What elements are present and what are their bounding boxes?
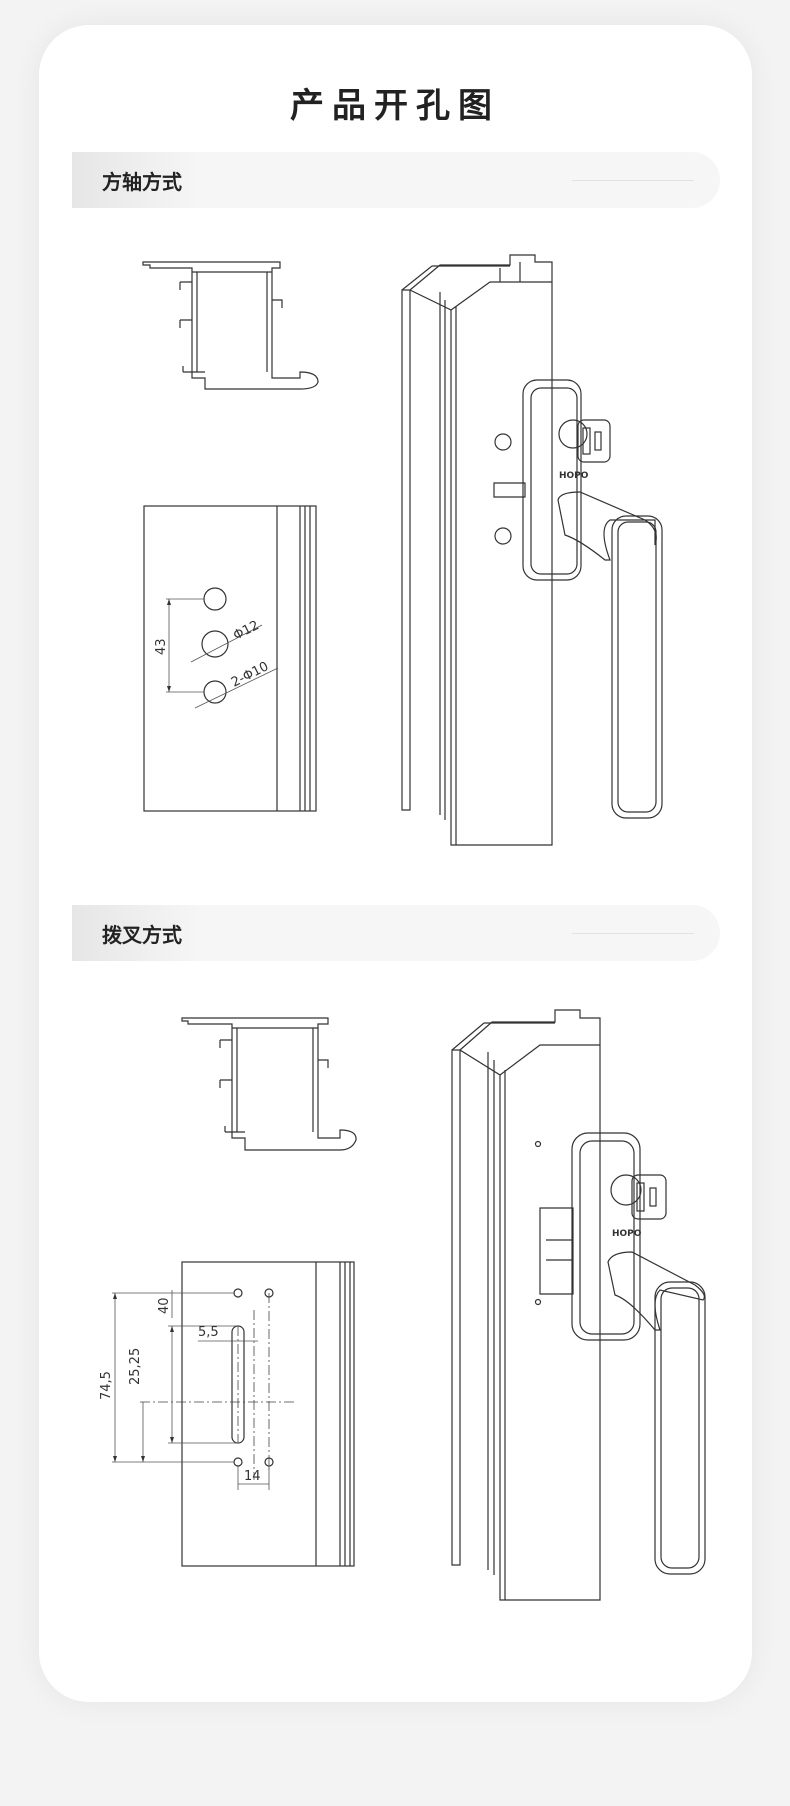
dim-half-height: 25,25 bbox=[128, 1348, 143, 1385]
dim-spacing: 43 bbox=[154, 638, 169, 655]
key-icon bbox=[631, 1174, 667, 1220]
section-header-fork: 拨叉方式 bbox=[72, 905, 720, 961]
divider bbox=[572, 180, 694, 181]
dim-side-holes: 2-Φ10 bbox=[229, 659, 271, 690]
brand-logo: HOPO bbox=[612, 1229, 642, 1239]
dim-center-hole: Φ12 bbox=[231, 618, 262, 644]
window-frame-2 bbox=[451, 1009, 601, 1601]
page-title: 产品开孔图 bbox=[290, 86, 500, 126]
profile-cross-section-2 bbox=[181, 1017, 357, 1151]
dim-slot-offset: 5,5 bbox=[198, 1325, 219, 1340]
lower-hole bbox=[203, 680, 227, 704]
key-icon bbox=[577, 419, 611, 463]
section-title: 拨叉方式 bbox=[102, 923, 182, 947]
divider bbox=[572, 933, 694, 934]
window-frame-1 bbox=[401, 254, 553, 846]
section-header-square-spindle: 方轴方式 bbox=[72, 152, 720, 208]
hole-plate-2: 74,5 25,25 40 5,5 14 bbox=[99, 1261, 355, 1567]
section-title: 方轴方式 bbox=[102, 170, 182, 194]
content-card bbox=[39, 25, 752, 1702]
dim-total-height: 74,5 bbox=[99, 1371, 114, 1400]
brand-logo: HOPO bbox=[559, 471, 589, 481]
dim-hole-spacing: 14 bbox=[244, 1469, 261, 1484]
upper-hole bbox=[203, 587, 227, 611]
center-hole bbox=[201, 630, 229, 658]
handle-2: HOPO bbox=[571, 1132, 706, 1575]
dim-slot-length: 40 bbox=[157, 1297, 172, 1314]
handle-1: HOPO bbox=[522, 379, 663, 819]
profile-cross-section-1 bbox=[142, 261, 319, 390]
hole-plate-1: 43 Φ12 2-Φ10 bbox=[143, 505, 317, 812]
